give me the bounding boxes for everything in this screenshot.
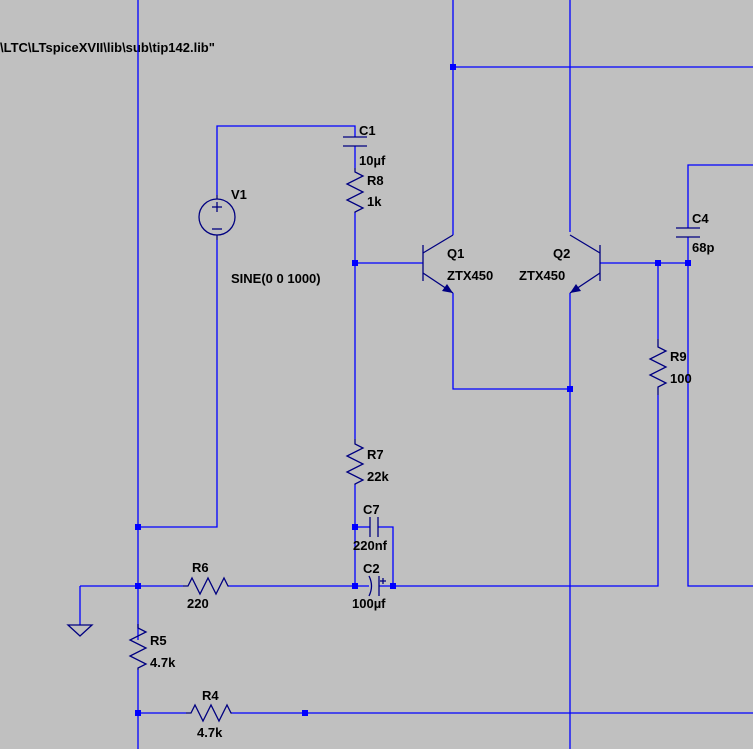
wire-c2-r9[interactable] xyxy=(379,395,659,587)
r5-resistor[interactable] xyxy=(128,624,148,670)
c4-value: 68p xyxy=(692,240,714,255)
c2-name: C2 xyxy=(363,561,380,576)
r7-resistor[interactable] xyxy=(345,439,365,485)
q2-npn-transistor[interactable] xyxy=(569,234,601,294)
emitter-arrow-icon xyxy=(570,284,581,293)
r4-value: 4.7k xyxy=(197,725,223,740)
r6-name: R6 xyxy=(192,560,209,575)
emitter-arrow-icon xyxy=(442,284,453,293)
c7-capacitor[interactable] xyxy=(369,517,379,537)
q2-value: ZTX450 xyxy=(519,268,565,283)
c1-capacitor[interactable] xyxy=(343,136,367,147)
junction-dot xyxy=(352,524,358,530)
junction-dot xyxy=(135,710,141,716)
q2-name: Q2 xyxy=(553,246,570,261)
r6-value: 220 xyxy=(187,596,209,611)
c1-name: C1 xyxy=(359,123,376,138)
junction-dot xyxy=(655,260,661,266)
r7-value: 22k xyxy=(367,469,389,484)
r9-name: R9 xyxy=(670,349,687,364)
wire-q1-emitter[interactable] xyxy=(452,293,570,390)
r6-resistor[interactable] xyxy=(183,576,229,596)
junction-dot xyxy=(352,583,358,589)
wire-v1-return[interactable] xyxy=(138,240,218,528)
junction-dot xyxy=(685,260,691,266)
junction-dot xyxy=(390,583,396,589)
r5-name: R5 xyxy=(150,633,167,648)
c7-value: 220nf xyxy=(353,538,388,553)
c2-polarized-capacitor[interactable] xyxy=(368,575,386,597)
junction-dot xyxy=(302,710,308,716)
r7-name: R7 xyxy=(367,447,384,462)
q1-name: Q1 xyxy=(447,246,464,261)
spice-directive[interactable]: \LTC\LTspiceXVII\lib\sub\tip142.lib" xyxy=(0,40,215,55)
wire-c7-right[interactable] xyxy=(378,526,394,586)
wire-v1-c1[interactable] xyxy=(216,125,356,195)
c7-name: C7 xyxy=(363,502,380,517)
r4-name: R4 xyxy=(202,688,219,703)
v1-value: SINE(0 0 1000) xyxy=(231,271,321,286)
q1-value: ZTX450 xyxy=(447,268,493,283)
c2-value: 100µf xyxy=(352,596,386,611)
r8-name: R8 xyxy=(367,173,384,188)
r9-resistor[interactable] xyxy=(648,339,668,395)
r4-resistor[interactable] xyxy=(186,703,232,723)
wires xyxy=(79,0,753,749)
c4-name: C4 xyxy=(692,211,709,226)
wire-c4-top[interactable] xyxy=(687,164,753,228)
junction-dot xyxy=(450,64,456,70)
ground-symbol[interactable] xyxy=(66,624,94,637)
v1-name: V1 xyxy=(231,187,247,202)
junction-dot xyxy=(135,524,141,530)
r8-value: 1k xyxy=(367,194,382,209)
r9-value: 100 xyxy=(670,371,692,386)
v1-voltage-source[interactable] xyxy=(198,195,236,240)
junctions xyxy=(135,64,691,716)
junction-dot xyxy=(567,386,573,392)
q1-npn-transistor[interactable] xyxy=(422,234,454,294)
c1-value: 10µf xyxy=(359,153,386,168)
r8-resistor[interactable] xyxy=(345,168,365,213)
c4-capacitor[interactable] xyxy=(676,227,700,238)
junction-dot xyxy=(135,583,141,589)
r5-value: 4.7k xyxy=(150,655,176,670)
wire-c4-bottom[interactable] xyxy=(687,237,753,587)
junction-dot xyxy=(352,260,358,266)
